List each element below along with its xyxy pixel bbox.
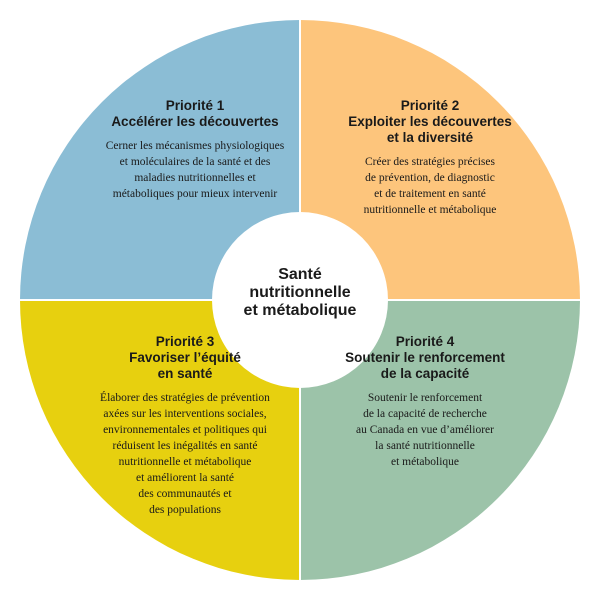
priority-3-text: Priorité 3 Favoriser l’équité en santé É…	[60, 334, 310, 518]
priority-2-title: Priorité 2 Exploiter les découvertes et …	[310, 98, 550, 146]
priority-3-body-line: réduisent les inégalités en santé	[112, 440, 258, 452]
center-label: Santé nutritionnelle et métabolique	[212, 266, 388, 320]
priority-1-body-line: métaboliques pour mieux intervenir	[112, 188, 278, 200]
priority-1-title: Priorité 1 Accélérer les découvertes	[70, 98, 320, 130]
priority-4-description: Soutenir le renforcement de la capacité …	[300, 390, 550, 470]
priority-4-title-line: Priorité 4	[395, 334, 455, 349]
priority-3-body-line: Élaborer des stratégies de prévention	[100, 392, 270, 404]
center-label-line: nutritionnelle	[249, 284, 351, 301]
quadrant-priority-4	[300, 300, 580, 580]
priority-3-title-line: en santé	[157, 366, 213, 381]
priority-2-description: Créer des stratégies précises de prévent…	[310, 154, 550, 218]
priority-1-body-line: et moléculaires de la santé et des	[119, 156, 271, 168]
priority-2-body-line: Créer des stratégies précises	[365, 156, 495, 168]
priority-3-body-line: axées sur les interventions sociales,	[103, 408, 267, 420]
priority-3-description: Élaborer des stratégies de prévention ax…	[60, 390, 310, 518]
priority-4-body-line: Soutenir le renforcement	[367, 392, 483, 404]
priority-4-body-line: et métabolique	[390, 456, 460, 468]
priority-2-body-line: nutritionnelle et métabolique	[363, 204, 497, 216]
priority-3-body-line: des populations	[149, 504, 221, 516]
priority-3-body-line: des communautés et	[138, 488, 232, 500]
priority-1-title-line: Priorité 1	[165, 98, 225, 113]
priority-1-title-line: Accélérer les découvertes	[111, 114, 279, 129]
priority-2-body-line: et de traitement en santé	[374, 188, 486, 200]
priority-1-body-line: Cerner les mécanismes physiologiques	[105, 140, 285, 152]
priority-3-title-line: Favoriser l’équité	[129, 350, 241, 365]
priority-4-body-line: au Canada en vue d’améliorer	[356, 424, 494, 436]
priority-3-body-line: environnementales et politiques qui	[103, 424, 267, 436]
priority-1-description: Cerner les mécanismes physiologiques et …	[70, 138, 320, 202]
priority-3-title-line: Priorité 3	[155, 334, 215, 349]
center-circle	[212, 212, 388, 388]
priority-4-body-line: de la capacité de recherche	[363, 408, 487, 420]
priority-1-text: Priorité 1 Accélérer les découvertes Cer…	[70, 98, 320, 202]
priority-2-title-line: Exploiter les découvertes	[348, 114, 512, 129]
quadrant-priority-1	[20, 20, 300, 300]
priority-4-title-line: de la capacité	[380, 366, 470, 381]
priority-4-title: Priorité 4 Soutenir le renforcement de l…	[300, 334, 550, 382]
priority-4-body-line: la santé nutritionnelle	[375, 440, 475, 452]
priority-3-body-line: nutritionnelle et métabolique	[118, 456, 252, 468]
center-label-line: et métabolique	[243, 302, 357, 319]
priority-2-text: Priorité 2 Exploiter les découvertes et …	[310, 98, 550, 218]
priority-2-body-line: de prévention, de diagnostic	[365, 172, 495, 184]
priority-4-title-line: Soutenir le renforcement	[345, 350, 505, 365]
priority-4-text: Priorité 4 Soutenir le renforcement de l…	[300, 334, 550, 470]
priority-1-body-line: maladies nutritionnelles et	[134, 172, 256, 184]
priority-3-body-line: et améliorent la santé	[135, 472, 235, 484]
quadrant-priority-2	[300, 20, 580, 300]
priority-2-title-line: Priorité 2	[400, 98, 460, 113]
priority-3-title: Priorité 3 Favoriser l’équité en santé	[60, 334, 310, 382]
priority-2-title-line: et la diversité	[386, 130, 474, 145]
center-label-line: Santé	[278, 266, 322, 283]
quadrant-priority-3	[20, 300, 300, 580]
